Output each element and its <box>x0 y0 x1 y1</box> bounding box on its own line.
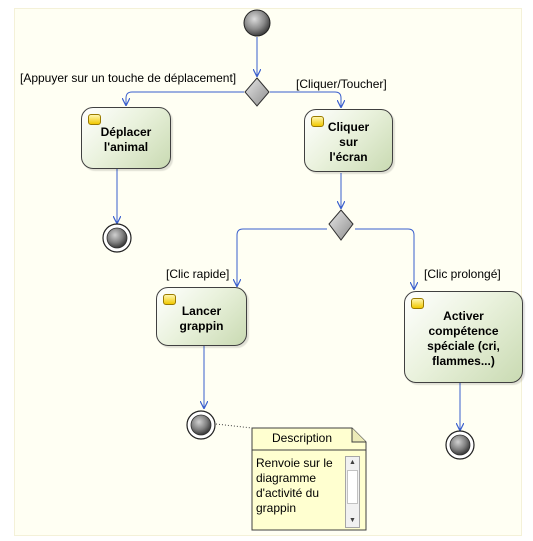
action-move-animal[interactable]: Déplacer l'animal <box>81 107 171 169</box>
action-launch-grapple[interactable]: Lancer grappin <box>156 287 247 346</box>
action-icon <box>163 294 176 305</box>
guard-long-click: [Clic prolongé] <box>424 267 501 281</box>
action-icon <box>88 114 101 125</box>
initial-node[interactable] <box>243 9 271 37</box>
decision-node-input[interactable] <box>244 77 270 107</box>
action-special-ability[interactable]: Activer compétence spéciale (cri, flamme… <box>404 291 523 383</box>
flow-decision2-to-special <box>355 228 414 289</box>
final-node-grapple[interactable] <box>186 410 216 440</box>
description-note: Description Renvoie sur le diagramme d'a… <box>252 428 366 530</box>
scroll-down-arrow-icon[interactable]: ▼ <box>349 517 356 524</box>
note-text: Renvoie sur le diagramme d'activité du g… <box>256 456 333 515</box>
scroll-thumb[interactable] <box>347 470 358 504</box>
guard-quick-click: [Clic rapide] <box>166 267 229 281</box>
final-node-special[interactable] <box>445 430 475 460</box>
final-node-move[interactable] <box>102 223 132 253</box>
scroll-up-arrow-icon[interactable]: ▲ <box>349 459 356 466</box>
action-label: Activer compétence spéciale (cri, flamme… <box>427 309 500 368</box>
guard-click-touch: [Cliquer/Toucher] <box>296 77 387 91</box>
note-connector <box>215 423 253 429</box>
action-label: Lancer grappin <box>179 303 224 333</box>
note-scrollbar[interactable]: ▲ ▼ <box>345 456 360 528</box>
action-click-screen[interactable]: Cliquer sur l'écran <box>304 109 393 172</box>
action-label: Cliquer sur l'écran <box>327 120 370 164</box>
flow-decision-to-move <box>126 91 244 105</box>
flow-decision-to-click <box>270 91 341 107</box>
control-flows <box>117 37 460 430</box>
action-label: Déplacer l'animal <box>100 125 152 154</box>
action-icon <box>311 116 324 127</box>
note-title: Description <box>271 431 333 445</box>
note-shape <box>251 427 367 531</box>
action-icon <box>411 298 424 309</box>
guard-key-press: [Appuyer sur un touche de déplacement] <box>20 71 236 85</box>
decision-node-click-type[interactable] <box>328 209 354 241</box>
flow-decision2-to-grapple <box>237 228 327 286</box>
